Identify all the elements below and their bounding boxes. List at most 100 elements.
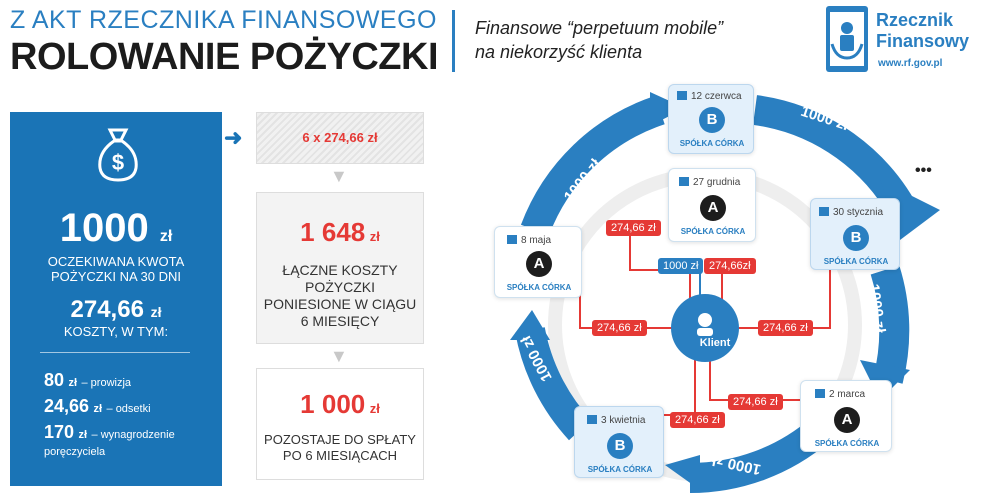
loan-summary-panel: $ 1000 zł OCZEKIWANA KWOTA POŻYCZKI NA 3…	[10, 112, 222, 486]
step-remaining-desc: POZOSTAJE DO SPŁATY PO 6 MIESIĄCACH	[257, 432, 423, 464]
card-date: 8 maja	[507, 235, 551, 246]
calendar-icon	[677, 91, 687, 100]
step-total-number: 1 648	[300, 217, 366, 247]
payment-tag: 274,66 zł	[606, 220, 661, 236]
step-total-value: 1 648 zł	[257, 217, 423, 248]
client-label: Klient	[699, 337, 731, 349]
ring-arrow-head	[510, 310, 550, 340]
loan-cost: 274,66 zł	[10, 296, 222, 324]
step-total-desc-3: PONIESIONE W CIĄGU	[263, 296, 417, 312]
cost-item-unit: zł	[78, 429, 88, 441]
card-date-text: 30 stycznia	[833, 207, 884, 218]
logo-url: www.rf.gov.pl	[878, 58, 943, 69]
cost-item: 170 zł – wynagrodzenie	[44, 422, 175, 443]
cost-item: 24,66 zł – odsetki	[44, 396, 151, 417]
loan-amount-desc-1: OCZEKIWANA KWOTA	[47, 254, 185, 269]
card-date-text: 12 czerwca	[691, 91, 742, 102]
company-card: 2 marca A SPÓŁKA CÓRKA	[800, 380, 892, 452]
company-card: 12 czerwca B SPÓŁKA CÓRKA	[668, 84, 754, 154]
step-payments: 6 x 274,66 zł	[256, 112, 424, 164]
page-title: ROLOWANIE POŻYCZKI	[10, 36, 439, 78]
calendar-icon	[815, 389, 825, 398]
company-letter: B	[607, 433, 633, 459]
person-hands-icon	[830, 12, 864, 66]
company-card: 8 maja A SPÓŁKA CÓRKA	[494, 226, 582, 298]
company-letter: A	[700, 195, 726, 221]
card-date-text: 8 maja	[521, 235, 552, 246]
step-remaining-value: 1 000 zł	[257, 389, 423, 420]
card-date: 12 czerwca	[677, 91, 742, 102]
user-icon	[698, 313, 712, 327]
loan-amount-desc: OCZEKIWANA KWOTA POŻYCZKI NA 30 DNI	[10, 254, 222, 284]
company-card: 30 stycznia B SPÓŁKA CÓRKA	[810, 198, 900, 270]
logo	[826, 6, 868, 72]
more-ellipsis: •••	[915, 162, 932, 179]
payment-tag: 274,66 zł	[592, 320, 647, 336]
loan-amount-value: 1000	[59, 206, 149, 250]
header-subtitle: Z AKT RZECZNIKA FINANSOWEGO	[10, 6, 437, 34]
header-divider	[452, 10, 455, 72]
card-date-text: 27 grudnia	[693, 177, 741, 188]
payment-tag: 274,66 zł	[728, 394, 783, 410]
step-total-desc-1: ŁĄCZNE KOSZTY	[282, 262, 398, 278]
company-letter: B	[699, 107, 725, 133]
company-name: SPÓŁKA CÓRKA	[680, 227, 746, 236]
company-name: SPÓŁKA CÓRKA	[823, 257, 889, 266]
logo-name-line-2: Finansowy	[876, 31, 970, 51]
card-date: 3 kwietnia	[587, 415, 645, 426]
calendar-icon	[679, 177, 689, 186]
ring-arc-left-top	[520, 95, 665, 236]
step-total-desc-4: 6 MIESIĘCY	[300, 313, 380, 329]
step-total-unit: zł	[369, 229, 380, 244]
card-date: 27 grudnia	[679, 177, 740, 188]
calendar-icon	[819, 207, 829, 216]
cost-item-unit: zł	[68, 377, 78, 389]
cost-item-label-2: poręczyciela	[44, 446, 106, 458]
logo-name: Rzecznik Finansowy	[876, 10, 969, 52]
cost-item-value: 24,66	[44, 396, 90, 416]
step-payments-value: 6 x 274,66 zł	[302, 130, 378, 145]
step-remaining-unit: zł	[369, 401, 380, 416]
user-icon-body	[697, 328, 713, 336]
company-letter: B	[843, 225, 869, 251]
ring-arrow-head	[665, 455, 700, 490]
payment-tag: 274,66zł	[704, 258, 756, 274]
ring-arrow-head	[650, 92, 685, 126]
panel-divider	[40, 352, 190, 353]
ring-arc-left-bottom	[515, 326, 592, 441]
svg-text:$: $	[112, 150, 124, 175]
cost-item-label: – prowizja	[81, 377, 132, 389]
step-total-desc-2: POŻYCZKI	[304, 279, 375, 295]
cost-item: 80 zł – prowizja	[44, 370, 131, 391]
card-date: 30 stycznia	[819, 207, 883, 218]
step-remaining-desc-1: POZOSTAJE DO SPŁATY	[264, 432, 416, 447]
payment-tag: 274,66 zł	[758, 320, 813, 336]
arrow-right-icon: ➜	[224, 125, 243, 150]
calendar-icon	[587, 415, 597, 424]
step-total-cost: 1 648 zł ŁĄCZNE KOSZTY POŻYCZKI PONIESIO…	[256, 192, 424, 344]
cost-item-label: – odsetki	[106, 403, 151, 415]
company-card: 3 kwietnia B SPÓŁKA CÓRKA	[574, 406, 664, 478]
loan-cost-unit: zł	[150, 304, 162, 320]
step-total-desc: ŁĄCZNE KOSZTY POŻYCZKI PONIESIONE W CIĄG…	[257, 262, 423, 330]
company-letter: A	[834, 407, 860, 433]
logo-name-line-1: Rzecznik	[876, 10, 954, 30]
loan-cost-value: 274,66	[70, 296, 144, 323]
step-remaining-number: 1 000	[300, 389, 366, 419]
card-date-text: 3 kwietnia	[601, 415, 646, 426]
arrow-down-icon: ▼	[330, 346, 348, 366]
loan-amount-desc-2: POŻYCZKI NA 30 DNI	[50, 269, 182, 284]
arrow-down-icon: ▼	[330, 166, 348, 186]
company-card: 27 grudnia A SPÓŁKA CÓRKA	[668, 168, 756, 242]
calendar-icon	[507, 235, 517, 244]
company-name: SPÓŁKA CÓRKA	[587, 465, 653, 474]
card-date: 2 marca	[815, 389, 865, 400]
company-name: SPÓŁKA CÓRKA	[679, 139, 745, 148]
cost-item-value: 80	[44, 370, 65, 390]
cost-item-label: – wynagrodzenie	[91, 429, 175, 441]
card-date-text: 2 marca	[829, 389, 866, 400]
tagline-line-1: Finansowe “perpetuum mobile”	[475, 18, 724, 38]
money-bag-icon: $	[98, 128, 138, 182]
loan-amount-unit: zł	[159, 228, 173, 245]
loan-cost-desc: KOSZTY, W TYM:	[63, 324, 169, 339]
